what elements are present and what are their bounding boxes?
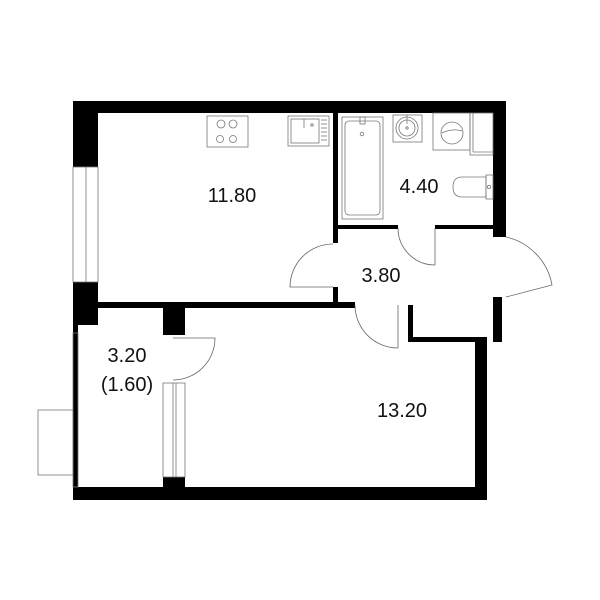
bathtub-icon <box>341 116 384 220</box>
living-area-label: 13.20 <box>377 400 427 422</box>
bathroom-door <box>397 227 436 266</box>
balcony-door-window <box>162 382 186 478</box>
stove-icon <box>206 115 249 148</box>
hall-area-label: 3.80 <box>362 265 401 287</box>
balcony-area-label: 3.20 <box>108 345 147 367</box>
toilet-icon <box>452 174 494 200</box>
kitchen-door <box>289 243 334 288</box>
fixtures <box>206 112 494 220</box>
doors <box>172 227 553 381</box>
balcony-reduced-area-label: (1.60) <box>101 374 153 396</box>
living-door <box>354 304 399 349</box>
entrance-door <box>505 236 553 298</box>
kitchen-area-label: 11.80 <box>208 185 257 207</box>
shelf-icon <box>469 112 494 156</box>
walls <box>73 101 506 500</box>
balcony-door <box>172 337 216 381</box>
ac-unit <box>37 409 74 476</box>
washing-machine-icon <box>432 112 471 151</box>
windows <box>37 166 186 488</box>
washbasin-icon <box>392 114 423 143</box>
sink-icon <box>287 115 330 147</box>
kitchen-window <box>72 166 99 283</box>
room-labels: 11.80 4.40 3.80 3.20 (1.60) 13.20 <box>101 176 439 422</box>
bathroom-area-label: 4.40 <box>400 176 439 198</box>
